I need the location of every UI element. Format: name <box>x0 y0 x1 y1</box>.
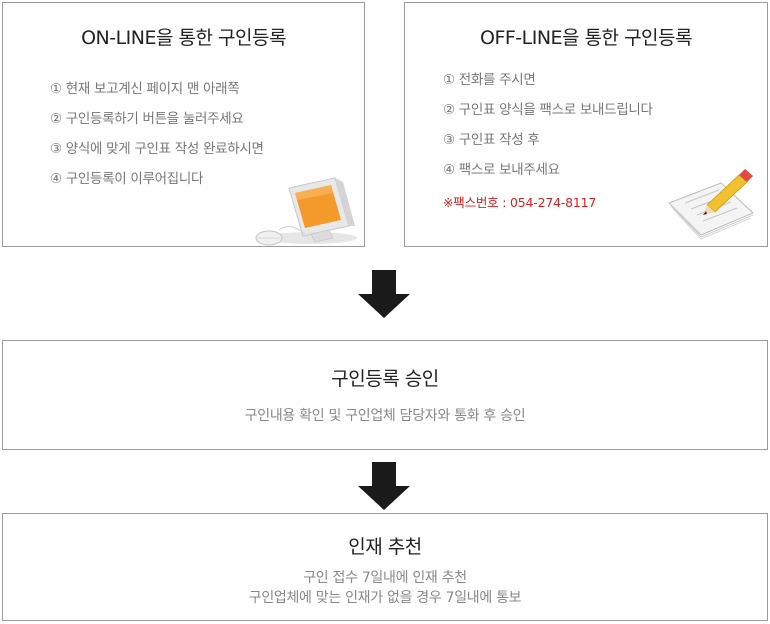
offline-step-2: ② 구인표 양식을 팩스로 보내드립니다 <box>443 102 653 118</box>
offline-step-4: ④ 팩스로 보내주세요 <box>443 162 560 178</box>
offline-title: OFF-LINE을 통한 구인등록 <box>479 27 693 49</box>
offline-steps-list: ① 전화를 주시면 ② 구인표 양식을 팩스로 보내드립니다 ③ 구인표 작성 … <box>443 65 653 185</box>
online-title: ON-LINE을 통한 구인등록 <box>81 27 286 49</box>
computer-monitor-icon <box>255 177 357 246</box>
recommend-description-line-2: 구인업체에 맞는 인재가 없을 경우 7일내에 통보 <box>248 590 522 606</box>
paper-pencil-icon <box>668 169 754 240</box>
offline-step-3: ③ 구인표 작성 후 <box>443 132 540 148</box>
recommend-title: 인재 추천 <box>348 536 422 558</box>
online-steps-list: ① 현재 보고계신 페이지 맨 아래쪽 ② 구인등록하기 버튼을 눌러주세요 ③… <box>50 74 264 194</box>
approval-description: 구인내용 확인 및 구인업체 담당자와 통화 후 승인 <box>244 408 526 424</box>
online-step-4: ④ 구인등록이 이루어집니다 <box>50 171 204 187</box>
recommend-description-line-1: 구인 접수 7일내에 인재 추천 <box>303 570 467 586</box>
offline-step-1: ① 전화를 주시면 <box>443 72 536 88</box>
offline-registration-box: OFF-LINE을 통한 구인등록 ① 전화를 주시면 ② 구인표 양식을 팩스… <box>404 2 768 247</box>
down-arrow-1 <box>358 270 410 318</box>
down-arrow-2 <box>358 462 410 510</box>
online-step-3: ③ 양식에 맞게 구인표 작성 완료하시면 <box>50 141 264 157</box>
online-step-2: ② 구인등록하기 버튼을 눌러주세요 <box>50 111 244 127</box>
online-step-1: ① 현재 보고계신 페이지 맨 아래쪽 <box>50 81 240 97</box>
fax-number-note: ※팩스번호 : 054-274-8117 <box>443 195 597 210</box>
talent-recommendation-box: 인재 추천 구인 접수 7일내에 인재 추천 구인업체에 맞는 인재가 없을 경… <box>2 513 768 621</box>
approval-title: 구인등록 승인 <box>331 368 439 390</box>
online-registration-box: ON-LINE을 통한 구인등록 ① 현재 보고계신 페이지 맨 아래쪽 ② 구… <box>2 2 365 247</box>
approval-box: 구인등록 승인 구인내용 확인 및 구인업체 담당자와 통화 후 승인 <box>2 340 768 450</box>
